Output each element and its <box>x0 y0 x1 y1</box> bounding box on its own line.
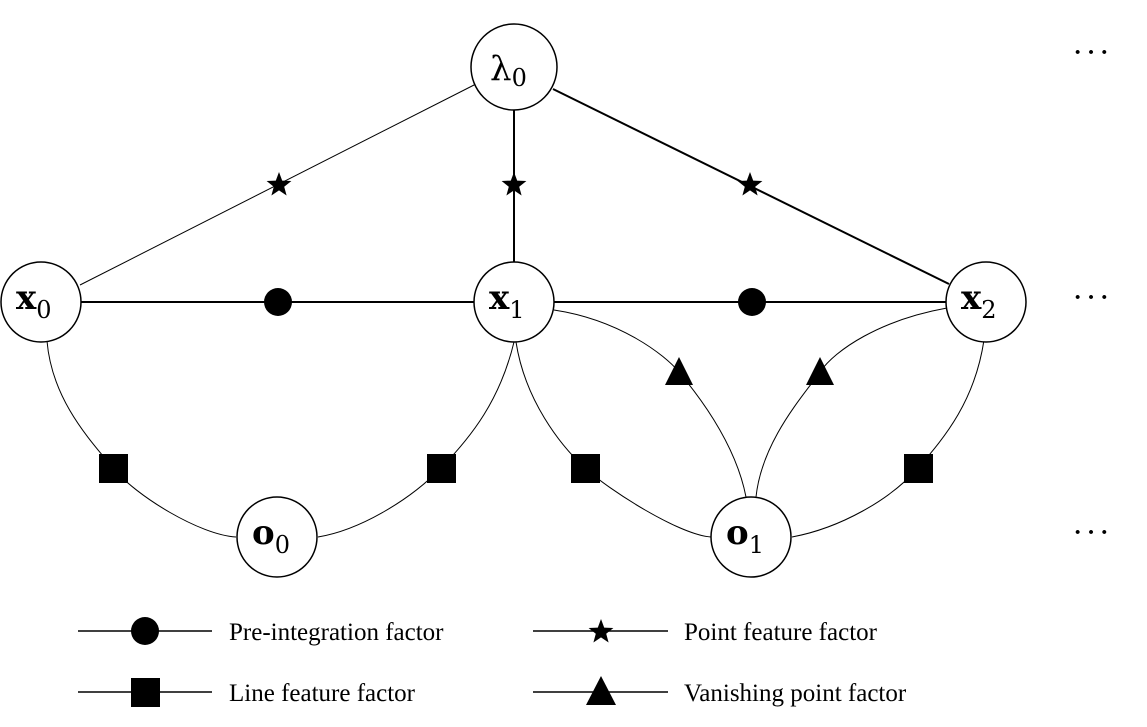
node-o1: o1 <box>710 496 792 578</box>
legend-vanishing-point: Vanishing point factor <box>533 676 907 707</box>
legend: Pre-integration factor Point feature fac… <box>78 617 907 707</box>
node-x2: x2 <box>945 261 1027 343</box>
node-x1-subscript: 1 <box>509 296 524 324</box>
star-icon <box>737 172 763 196</box>
square-icon <box>571 454 600 483</box>
node-o0-symbol: o <box>252 513 275 553</box>
circle-icon <box>264 288 292 316</box>
node-x0-symbol: x <box>16 278 37 318</box>
ellipsis-bottom: ··· <box>1072 514 1112 551</box>
square-icon <box>904 454 933 483</box>
node-o1-symbol: o <box>726 513 749 553</box>
ellipsis-middle: ··· <box>1072 279 1112 316</box>
node-x0-subscript: 0 <box>36 296 51 324</box>
node-x1: x1 <box>473 261 555 343</box>
factors <box>99 172 933 483</box>
node-o1-subscript: 1 <box>749 531 764 559</box>
svg-text:o1: o1 <box>726 513 764 559</box>
edge-x0-o0 <box>46 340 237 538</box>
node-x2-symbol: x <box>961 278 982 318</box>
nodes: λ0 x0 x1 x2 o0 o1 <box>0 23 1027 578</box>
square-icon <box>131 678 160 707</box>
node-lambda0-subscript: 0 <box>512 64 527 92</box>
legend-pre-integration-label: Pre-integration factor <box>229 619 444 646</box>
triangle-icon <box>586 676 616 705</box>
node-o0-subscript: 0 <box>275 531 290 559</box>
triangle-icon <box>806 357 834 385</box>
legend-point-feature-label: Point feature factor <box>684 619 878 646</box>
legend-line-feature: Line feature factor <box>78 678 416 707</box>
svg-text:x1: x1 <box>489 278 525 324</box>
node-x2-subscript: 2 <box>981 296 996 324</box>
svg-text:x2: x2 <box>961 278 997 324</box>
svg-text:x0: x0 <box>16 278 52 324</box>
star-icon <box>501 172 527 196</box>
square-icon <box>99 454 128 483</box>
node-lambda0-symbol: λ <box>490 49 512 89</box>
legend-pre-integration: Pre-integration factor <box>78 617 444 646</box>
node-x0: x0 <box>0 261 82 343</box>
svg-text:λ0: λ0 <box>490 49 527 92</box>
continuation-ellipses: ··· ··· ··· <box>1072 34 1112 551</box>
square-icon <box>427 454 456 483</box>
legend-line-feature-label: Line feature factor <box>229 680 416 707</box>
node-lambda0: λ0 <box>470 23 558 111</box>
legend-vanishing-point-label: Vanishing point factor <box>684 680 907 707</box>
triangle-icon <box>665 357 693 385</box>
svg-text:o0: o0 <box>252 513 290 559</box>
legend-point-feature: Point feature factor <box>533 619 878 646</box>
circle-icon <box>131 617 159 645</box>
node-x1-symbol: x <box>489 278 510 318</box>
node-o0: o0 <box>236 496 318 578</box>
circle-icon <box>738 288 766 316</box>
star-icon <box>588 619 614 643</box>
star-icon <box>266 172 292 196</box>
edge-o0-x1 <box>317 341 515 538</box>
ellipsis-top: ··· <box>1072 34 1112 71</box>
